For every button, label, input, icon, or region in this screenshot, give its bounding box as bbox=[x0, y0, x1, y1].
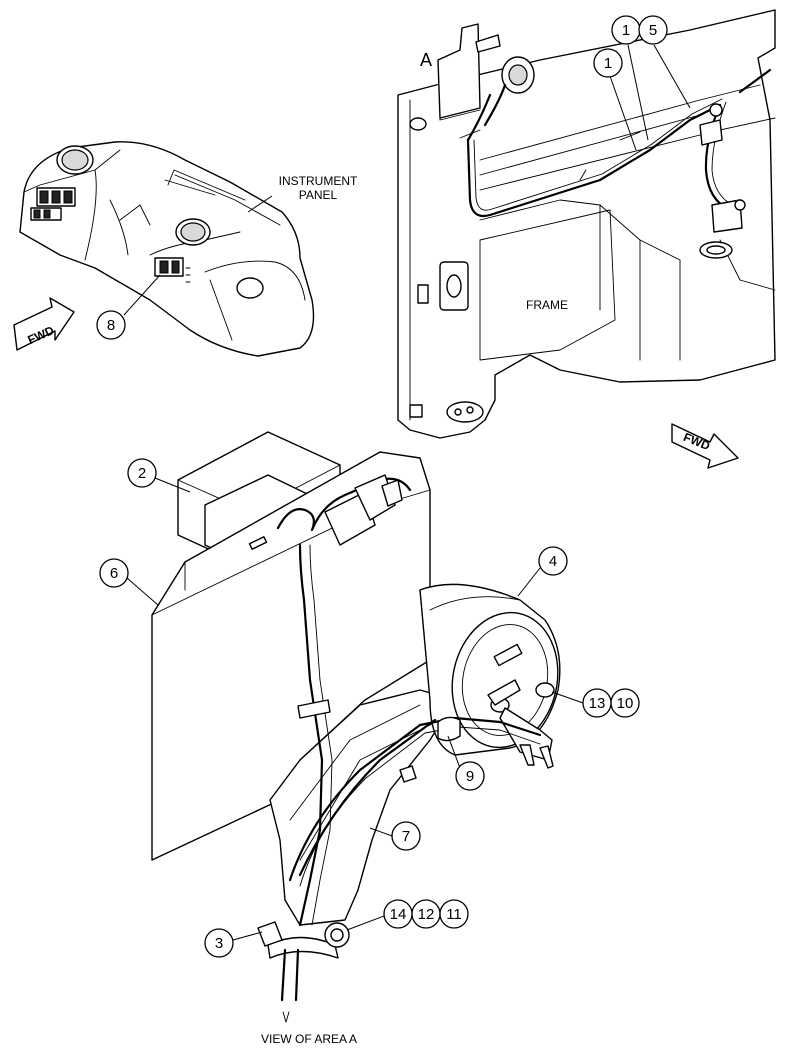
leader-9 bbox=[447, 735, 461, 769]
callout-9: 9 bbox=[455, 761, 485, 791]
frame-label: FRAME bbox=[526, 298, 568, 312]
instrument-panel-label-line1: INSTRUMENT bbox=[279, 174, 358, 188]
callout-2: 2 bbox=[127, 458, 157, 488]
instrument-panel-label-line2: PANEL bbox=[299, 188, 338, 202]
leader-2 bbox=[154, 477, 191, 493]
leader-1a bbox=[627, 44, 649, 141]
leader-6 bbox=[126, 577, 159, 606]
callout-5-number: 5 bbox=[649, 22, 657, 39]
callout-7: 7 bbox=[391, 821, 421, 851]
instrument-panel-drawing bbox=[19, 141, 315, 357]
callout-9-number: 9 bbox=[466, 768, 474, 785]
fwd-arrow-left: FWD bbox=[13, 297, 75, 351]
callout-4: 4 bbox=[538, 546, 568, 576]
leader-5 bbox=[653, 44, 691, 109]
callout-8: 8 bbox=[96, 310, 126, 340]
callout-4-number: 4 bbox=[549, 553, 557, 570]
leader-1b bbox=[609, 75, 637, 151]
view-caption: VIEW OF AREA A bbox=[261, 1032, 357, 1046]
leader-14 bbox=[346, 915, 385, 931]
callout-1a-number: 1 bbox=[622, 22, 630, 39]
leader-13 bbox=[551, 691, 584, 704]
leader-4 bbox=[517, 567, 541, 597]
callout-10-number: 10 bbox=[617, 695, 634, 712]
area-letter-label: A bbox=[420, 50, 432, 70]
callout-6-number: 6 bbox=[110, 565, 118, 582]
callout-8-number: 8 bbox=[107, 317, 115, 334]
callout-12-number: 12 bbox=[418, 906, 435, 923]
callout-5: 5 bbox=[638, 15, 668, 45]
callout-3-number: 3 bbox=[215, 935, 223, 952]
callout-7-number: 7 bbox=[402, 828, 410, 845]
callout-13: 13 bbox=[582, 688, 612, 718]
fwd-arrow-right: FWD bbox=[671, 423, 739, 469]
callout-10: 10 bbox=[610, 688, 640, 718]
callout-1b-number: 1 bbox=[604, 55, 612, 72]
callout-12: 12 bbox=[411, 899, 441, 929]
leader-7 bbox=[369, 827, 393, 837]
callout-6: 6 bbox=[99, 558, 129, 588]
callout-3: 3 bbox=[204, 928, 234, 958]
callout-14: 14 bbox=[383, 899, 413, 929]
callout-13-number: 13 bbox=[589, 695, 606, 712]
callout-1b: 1 bbox=[593, 48, 623, 78]
callout-1a: 1 bbox=[611, 15, 641, 45]
instrument-panel-leader bbox=[247, 195, 273, 213]
callout-11: 11 bbox=[439, 899, 469, 929]
callout-14-number: 14 bbox=[390, 906, 407, 923]
frame-drawing bbox=[397, 9, 776, 439]
callout-2-number: 2 bbox=[138, 465, 146, 482]
area-a-drawing bbox=[151, 431, 561, 1023]
leader-8 bbox=[123, 274, 161, 316]
callout-11-number: 11 bbox=[446, 906, 462, 923]
leader-3 bbox=[232, 931, 263, 941]
